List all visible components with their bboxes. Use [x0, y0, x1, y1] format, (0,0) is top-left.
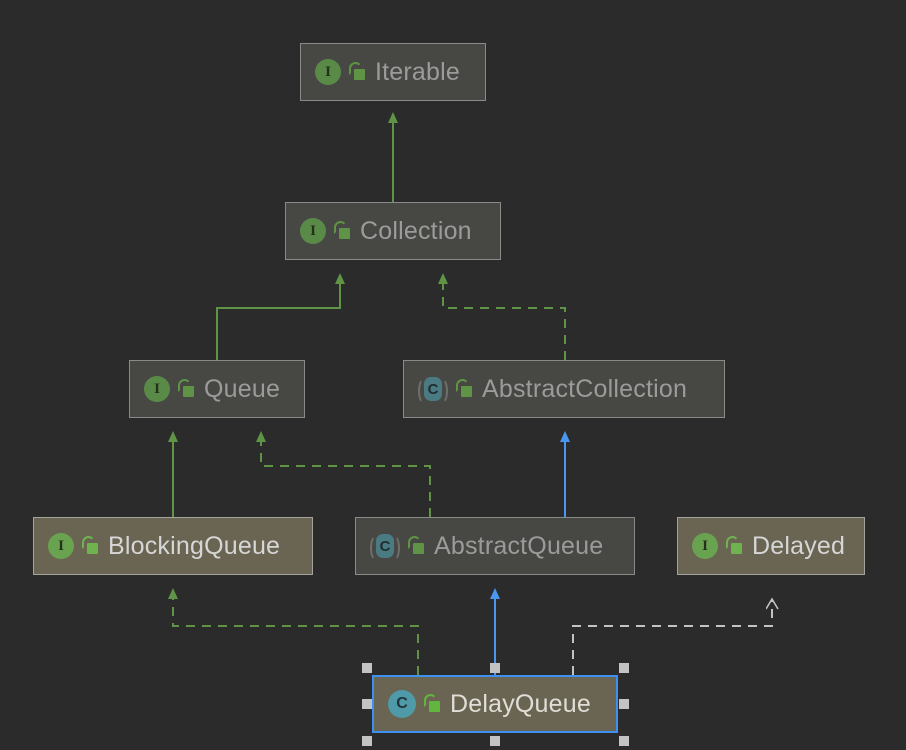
uml-node-iterable[interactable]: I Iterable — [300, 43, 486, 101]
node-icons-abstractqueue: C — [370, 533, 424, 561]
edge-queue-to-collection — [216, 273, 345, 360]
interface-icon: I — [300, 218, 326, 244]
public-lock-icon — [423, 694, 440, 714]
public-lock-icon — [333, 221, 350, 241]
selection-handle-nw[interactable] — [362, 663, 372, 673]
selection-handle-w[interactable] — [362, 699, 372, 709]
node-label: Collection — [360, 216, 472, 245]
interface-icon: I — [692, 533, 718, 559]
interface-icon: I — [48, 533, 74, 559]
node-label: AbstractCollection — [482, 374, 688, 403]
interface-icon: I — [315, 59, 341, 85]
selection-handle-e[interactable] — [619, 699, 629, 709]
node-icons-blockingqueue: I — [48, 533, 98, 559]
node-label: Delayed — [752, 531, 846, 560]
node-icons-iterable: I — [315, 59, 365, 85]
edge-abstractcollection-to-collection — [438, 273, 566, 360]
edge-delayqueue-to-blockingqueue — [168, 588, 419, 675]
public-lock-icon — [407, 536, 424, 556]
node-label: Queue — [204, 374, 281, 403]
selection-handle-se[interactable] — [619, 736, 629, 746]
public-lock-icon — [177, 379, 194, 399]
node-label: AbstractQueue — [434, 531, 604, 560]
selection-handle-ne[interactable] — [619, 663, 629, 673]
node-icons-delayqueue: C — [388, 690, 440, 718]
uml-node-queue[interactable]: I Queue — [129, 360, 305, 418]
edge-delayqueue-to-delayed — [572, 599, 772, 675]
edge-abstractqueue-to-queue — [256, 431, 431, 517]
node-label: Iterable — [375, 57, 460, 86]
uml-node-delayqueue[interactable]: C DelayQueue — [372, 675, 618, 733]
uml-node-delayed[interactable]: I Delayed — [677, 517, 865, 575]
public-lock-icon — [81, 536, 98, 556]
uml-node-collection[interactable]: I Collection — [285, 202, 501, 260]
abstract-class-icon: C — [418, 376, 448, 404]
public-lock-icon — [455, 379, 472, 399]
abstract-class-icon: C — [370, 533, 400, 561]
public-lock-icon — [725, 536, 742, 556]
node-icons-collection: I — [300, 218, 350, 244]
selection-handle-sw[interactable] — [362, 736, 372, 746]
class-icon: C — [388, 690, 416, 718]
node-icons-abstractcollection: C — [418, 376, 472, 404]
uml-node-abstractqueue[interactable]: C AbstractQueue — [355, 517, 635, 575]
node-icons-delayed: I — [692, 533, 742, 559]
selection-handle-n[interactable] — [490, 663, 500, 673]
node-icons-queue: I — [144, 376, 194, 402]
public-lock-icon — [348, 62, 365, 82]
uml-node-abstractcollection[interactable]: C AbstractCollection — [403, 360, 725, 418]
node-label: BlockingQueue — [108, 531, 281, 560]
interface-icon: I — [144, 376, 170, 402]
node-label: DelayQueue — [450, 689, 591, 718]
selection-handle-s[interactable] — [490, 736, 500, 746]
uml-node-blockingqueue[interactable]: I BlockingQueue — [33, 517, 313, 575]
